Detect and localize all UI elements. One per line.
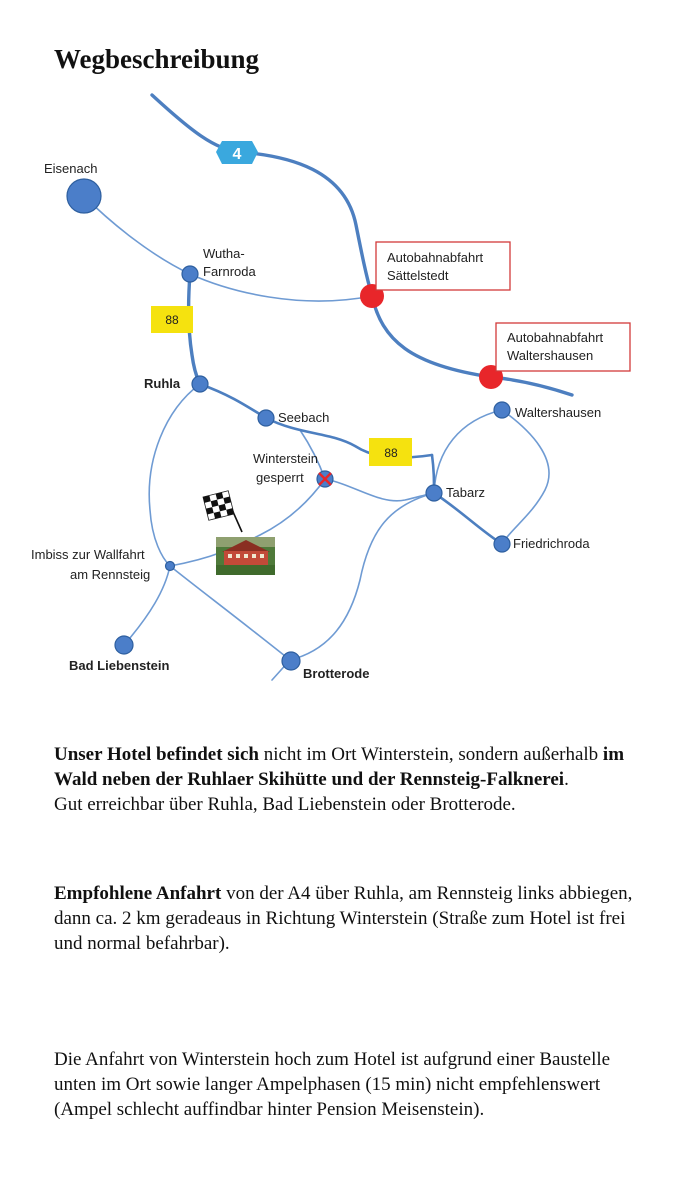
hotel-photo bbox=[216, 537, 275, 575]
label-seebach: Seebach bbox=[278, 410, 329, 425]
page-title: Wegbeschreibung bbox=[54, 44, 260, 74]
svg-text:4: 4 bbox=[233, 146, 242, 163]
road-brotterode-tabarz bbox=[289, 492, 435, 661]
node-friedrichroda bbox=[493, 535, 511, 553]
node-winterstein-closed bbox=[316, 470, 334, 488]
road-imbiss-brotterode bbox=[169, 565, 291, 661]
node-brotterode bbox=[281, 651, 301, 671]
b88-shield-winterstein: 88 bbox=[369, 438, 412, 466]
node-bad-liebenstein bbox=[114, 635, 134, 655]
road-imbiss-badliebenstein bbox=[123, 565, 171, 646]
winterstein-warning-text: Die Anfahrt von Winterstein hoch zum Hot… bbox=[54, 1047, 654, 1122]
exit-box-waltershausen: Autobahnabfahrt Waltershausen bbox=[495, 322, 631, 372]
node-waltershausen bbox=[493, 401, 511, 419]
road-tabarz-waltershausen bbox=[433, 409, 503, 494]
road-winterstein-tabarz bbox=[324, 478, 435, 502]
label-imbiss-2: am Rennsteig bbox=[70, 567, 150, 582]
exit-box-saettelstedt: Autobahnabfahrt Sättelstedt bbox=[375, 241, 511, 291]
route-map: 4 88 88 Autobahnabfahrt Sättelstedt bbox=[31, 93, 631, 681]
svg-text:88: 88 bbox=[165, 313, 179, 327]
label-waltershausen: Waltershausen bbox=[515, 405, 601, 420]
b88-shield-ruhla: 88 bbox=[151, 306, 193, 333]
label-wutha-2: Farnroda bbox=[203, 264, 257, 279]
label-wutha-1: Wutha- bbox=[203, 246, 245, 261]
label-eisenach: Eisenach bbox=[44, 161, 97, 176]
label-brotterode: Brotterode bbox=[303, 666, 369, 681]
road-wutha-saettelstedt bbox=[189, 273, 373, 302]
label-ruhla: Ruhla bbox=[144, 376, 181, 391]
hotel-location-paragraph: Unser Hotel befindet sich nicht im Ort W… bbox=[54, 744, 625, 790]
a4-shield: 4 bbox=[216, 141, 258, 164]
node-seebach bbox=[257, 409, 275, 427]
winterstein-warning-paragraph: Die Anfahrt von Winterstein hoch zum Hot… bbox=[54, 1049, 611, 1120]
svg-text:Autobahnabfahrt: Autobahnabfahrt bbox=[387, 250, 484, 265]
svg-text:88: 88 bbox=[384, 446, 398, 460]
node-ruhla bbox=[191, 375, 209, 393]
hotel-location-text: Unser Hotel befindet sich nicht im Ort W… bbox=[54, 742, 654, 817]
road-tabarz-friedrichroda bbox=[432, 491, 504, 546]
node-wutha bbox=[181, 265, 199, 283]
road-ruhla-imbiss bbox=[148, 383, 201, 567]
road-eisenach-wutha bbox=[83, 195, 191, 275]
road-waltershausen-friedrichroda bbox=[501, 409, 550, 545]
svg-text:Autobahnabfahrt: Autobahnabfahrt bbox=[507, 330, 604, 345]
label-winterstein-1: Winterstein bbox=[253, 451, 318, 466]
reachability-line: Gut erreichbar über Ruhla, Bad Liebenste… bbox=[54, 794, 516, 815]
recommended-route-text: Empfohlene Anfahrt von der A4 über Ruhla… bbox=[54, 881, 654, 956]
node-imbiss bbox=[164, 560, 176, 572]
checkered-flag-icon bbox=[202, 490, 243, 533]
label-bad-liebenstein: Bad Liebenstein bbox=[69, 658, 169, 673]
road-imbiss-winterstein bbox=[169, 478, 326, 567]
node-eisenach bbox=[66, 178, 102, 214]
recommended-route-paragraph: Empfohlene Anfahrt von der A4 über Ruhla… bbox=[54, 883, 633, 954]
svg-text:Waltershausen: Waltershausen bbox=[507, 348, 593, 363]
svg-text:Sättelstedt: Sättelstedt bbox=[387, 268, 449, 283]
node-tabarz bbox=[425, 484, 443, 502]
label-winterstein-2: gesperrt bbox=[256, 470, 304, 485]
label-tabarz: Tabarz bbox=[446, 485, 485, 500]
label-friedrichroda: Friedrichroda bbox=[513, 536, 590, 551]
label-imbiss-1: Imbiss zur Wallfahrt bbox=[31, 547, 145, 562]
